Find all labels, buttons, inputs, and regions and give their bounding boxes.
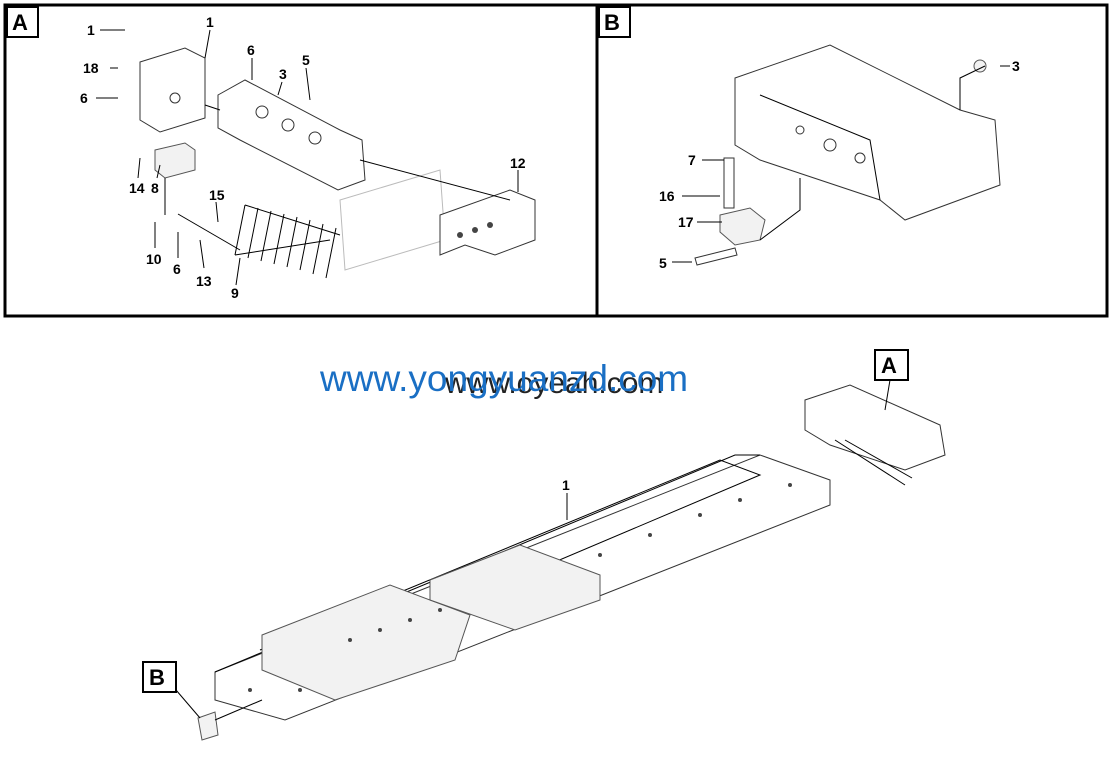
callout-13: 13 [196,273,212,289]
side-plate [261,584,471,701]
rear-hitch [197,711,219,741]
callout-8: 8 [151,180,159,196]
crossmember-hole [281,118,295,132]
callout-17-b: 17 [678,214,694,230]
frame-end [734,44,1001,221]
callout-18: 18 [83,60,99,76]
callout-10: 10 [146,251,162,267]
tow-grille [234,204,341,279]
callout-5: 6 [247,42,255,58]
main-callout-1: 1 [562,477,570,493]
panel-a-tag: A [12,10,28,35]
main-tag-b-box [142,661,177,693]
callout-1: 1 [206,14,214,30]
rail-holes [248,483,792,692]
lever-arm [177,213,241,251]
callout-3-b: 3 [1012,58,1020,74]
watermark-secondary: www.oyeah.com [444,367,663,400]
callout-15: 15 [209,187,225,203]
callout-2: 3 [279,66,287,82]
cross-plate [429,544,601,631]
crossmember-hole [255,105,269,119]
end-bracket [439,189,536,256]
callout-12: 12 [510,155,526,171]
watermark-primary: www.yongyuanzd.com [319,358,688,399]
main-chassis-view: 1 A B [142,349,946,741]
callout-6: 6 [80,90,88,106]
callout-3: 1 [87,22,95,38]
crossmember [217,79,366,191]
panel-b: B 3 7 16 17 5 [595,3,1109,318]
frame-end-edge [759,94,881,201]
panel-a: A 1 1 6 5 3 18 6 14 8 1 [3,3,599,318]
mounting-bracket [139,47,206,133]
callout-14: 14 [129,180,145,196]
callout-9: 9 [231,285,239,301]
callout-4: 5 [302,52,310,68]
main-tag-a-box [874,349,909,381]
callout-5-b: 5 [659,255,667,271]
panel-b-tag-box [598,6,631,38]
panel-a-tag-box [6,6,39,38]
main-tag-a: A [881,353,897,378]
panel-b-tag: B [604,10,620,35]
nut [973,59,987,73]
main-tag-b: B [149,665,165,690]
callout-leaders-b [672,65,1010,263]
callout-7-b: 7 [688,152,696,168]
callout-16-b: 16 [659,188,675,204]
bracket-hole [169,92,181,104]
callout-6b: 6 [173,261,181,277]
bolt [694,247,738,266]
pin [723,157,735,209]
crossmember-hole [308,131,322,145]
support-bracket [154,142,196,179]
front-assembly [804,384,946,471]
leader-lines [164,104,511,215]
callout-leaders [96,29,519,286]
